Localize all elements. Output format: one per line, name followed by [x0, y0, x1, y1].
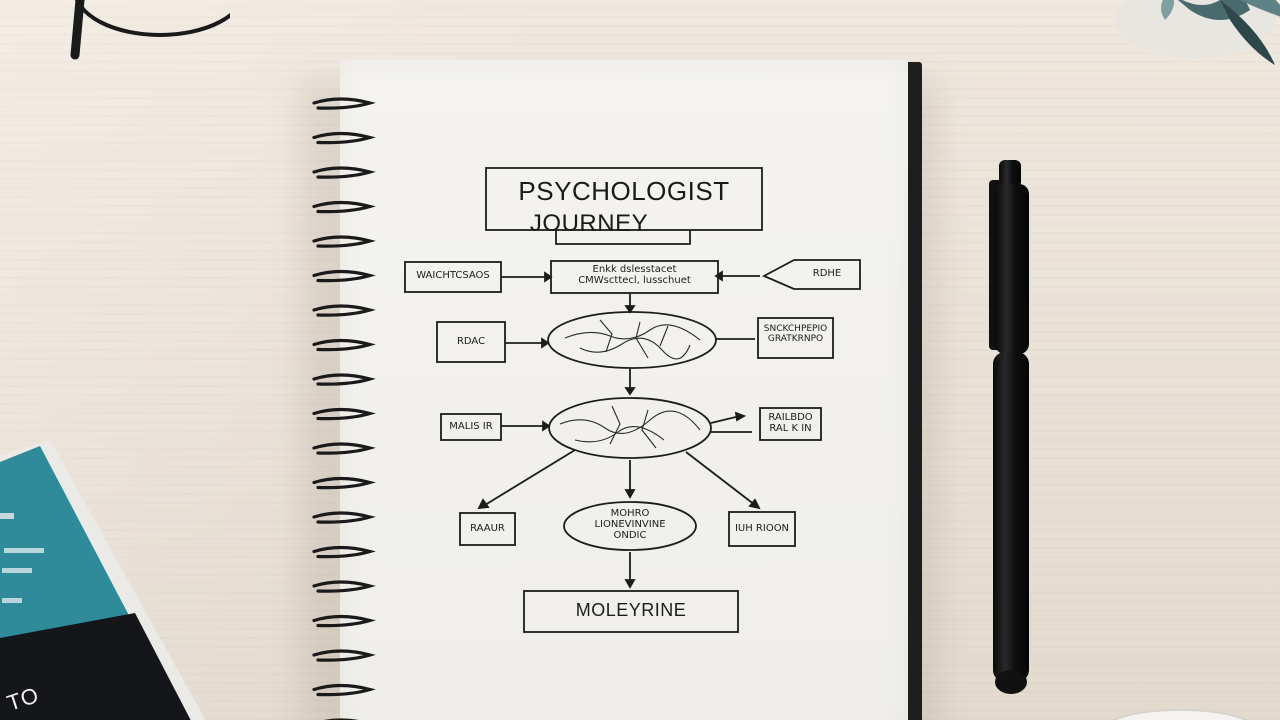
spiral-ring: [312, 511, 376, 524]
top-right-box: [761, 259, 861, 290]
spiral-ring: [312, 373, 376, 386]
spiral-ring: [312, 545, 376, 559]
notebook: [340, 60, 922, 720]
bottom-right-box-label: IUH RIOON: [734, 523, 790, 534]
spiral-ring: [312, 614, 376, 628]
lower-right-box: [759, 407, 822, 441]
spiral-ring: [312, 442, 376, 455]
final-box-label: MOLEYRINE: [575, 600, 687, 620]
spiral-binding: [312, 97, 376, 720]
title-box: [485, 167, 763, 231]
bottom-center-ellipse-label: MOHRO LIONEVINVINE ONDIC: [594, 508, 666, 541]
notebook-page: [340, 60, 908, 720]
top-left-box-label: WAICHTCSAOS: [416, 270, 490, 281]
spiral-ring: [312, 476, 376, 490]
spiral-ring: [312, 407, 376, 421]
mid-right-box-label: SNCKCHPEPIO GRATKRNPO: [763, 324, 828, 344]
spiral-ring: [312, 200, 376, 214]
mid-left-box-label: RDAC: [456, 336, 486, 347]
mid-left-box: [436, 321, 506, 363]
lower-right-box-label: RAILBDO RAL K IN: [768, 412, 813, 434]
eyeglasses: [70, 0, 230, 60]
spiral-ring: [312, 269, 376, 283]
spiral-ring: [312, 235, 376, 248]
potted-plant: [1115, 0, 1280, 65]
lower-left-box: [440, 413, 502, 441]
mid-ellipse: [547, 311, 717, 369]
top-right-box-label: RDHE: [812, 268, 842, 279]
spiral-ring: [312, 649, 376, 662]
diagram-title-line2: JOURNEY: [529, 210, 649, 237]
spiral-ring: [312, 131, 376, 145]
spiral-ring: [312, 166, 376, 179]
lower-left-box-label: MALIS IR: [449, 421, 493, 432]
spiral-ring: [312, 338, 376, 352]
diagram-title-line1: PSYCHOLOGIST: [518, 176, 730, 206]
book: [0, 440, 206, 720]
spiral-ring: [312, 97, 376, 110]
bottom-left-box: [459, 512, 516, 546]
pen: [989, 160, 1029, 694]
spiral-ring: [312, 304, 376, 317]
mug: [1113, 709, 1247, 720]
bottom-left-box-label: RAAUR: [470, 523, 505, 534]
spiral-ring: [312, 683, 376, 697]
mid-right-box: [757, 317, 834, 359]
spiral-ring: [312, 580, 376, 593]
bottom-ellipse: [563, 501, 697, 551]
final-box: [523, 590, 739, 633]
lower-ellipse: [548, 397, 712, 459]
top-center-box-label: Enkk dslesstacet CMWscttecl, lusschuet: [578, 264, 691, 286]
bottom-right-box: [728, 511, 796, 547]
